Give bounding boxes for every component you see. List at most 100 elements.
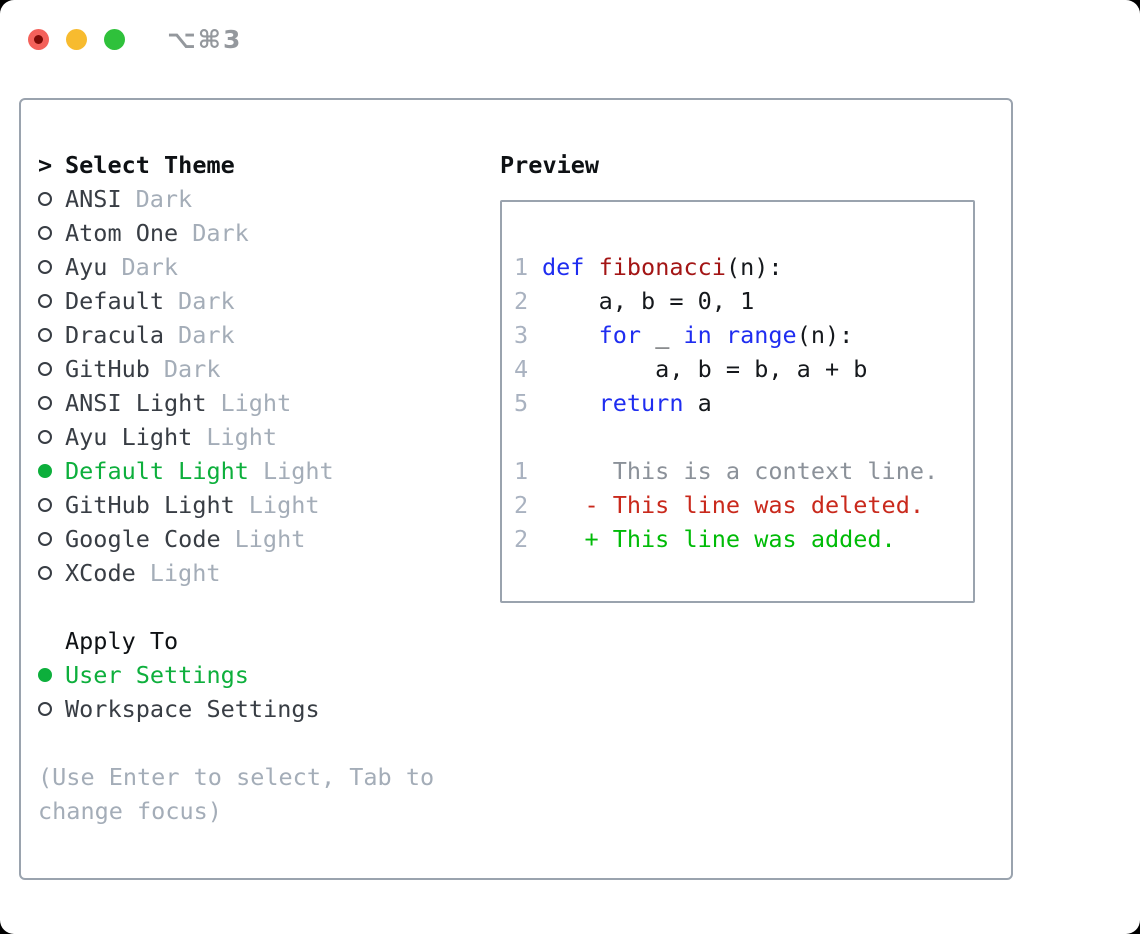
code-token-kw: in <box>683 321 712 349</box>
diff-block: 1 This is a context line.2 - This line w… <box>514 454 965 556</box>
code-text: def fibonacci(n): <box>542 250 783 284</box>
radio-icon <box>38 498 52 512</box>
theme-option-label: Google Code <box>65 525 221 553</box>
zoom-button[interactable] <box>104 28 125 50</box>
bullet-slot <box>38 702 65 716</box>
theme-option-default[interactable]: Default Dark <box>38 284 500 318</box>
code-line: 4 a, b = b, a + b <box>514 352 965 386</box>
theme-variant-label: Light <box>248 491 320 519</box>
theme-variant-label: Dark <box>178 321 235 349</box>
code-token-kw: def <box>542 253 585 281</box>
preview-title: Preview <box>500 151 600 179</box>
theme-option-github-light[interactable]: GitHub Light Light <box>38 488 500 522</box>
radio-icon <box>38 192 52 206</box>
bullet-slot <box>38 226 65 240</box>
theme-option-label: XCode <box>65 559 136 587</box>
bullet-slot <box>38 396 65 410</box>
line-number: 4 <box>514 355 529 383</box>
theme-option-dracula[interactable]: Dracula Dark <box>38 318 500 352</box>
line-number: 2 <box>514 491 529 519</box>
theme-option-ayu[interactable]: Ayu Dark <box>38 250 500 284</box>
radio-icon <box>38 702 52 716</box>
close-button[interactable] <box>28 28 49 50</box>
help-text: (Use Enter to select, Tab to change focu… <box>38 763 435 825</box>
record-dot-icon <box>34 34 43 44</box>
theme-option-label: Default Light <box>65 457 249 485</box>
theme-option-label: ANSI <box>65 185 122 213</box>
bullet-slot <box>38 294 65 308</box>
radio-selected-icon <box>38 668 52 682</box>
bullet-slot <box>38 566 65 580</box>
line-number: 2 <box>514 525 529 553</box>
radio-icon <box>38 294 52 308</box>
theme-option-xcode[interactable]: XCode Light <box>38 556 500 590</box>
minimize-button[interactable] <box>66 28 87 50</box>
theme-option-ansi-light[interactable]: ANSI Light Light <box>38 386 500 420</box>
bullet-slot <box>38 192 65 206</box>
code-token-kw: for <box>598 321 642 349</box>
bullet-slot <box>38 668 65 682</box>
theme-option-ansi[interactable]: ANSI Dark <box>38 182 500 216</box>
theme-variant-label: Dark <box>178 287 235 315</box>
theme-option-default-light[interactable]: Default Light Light <box>38 454 500 488</box>
cursor-caret-icon: > <box>38 151 53 179</box>
theme-variant-label: Light <box>149 559 221 587</box>
code-token-plain <box>584 253 598 281</box>
apply-to-title: Apply To <box>65 627 179 655</box>
spacer <box>514 420 965 454</box>
theme-option-label: Dracula <box>65 321 165 349</box>
code-text: a, b = 0, 1 <box>542 284 755 318</box>
apply-option-user-settings[interactable]: User Settings <box>38 658 500 692</box>
keyboard-shortcut-label: ⌥⌘3 <box>167 24 243 54</box>
apply-option-workspace-settings[interactable]: Workspace Settings <box>38 692 500 726</box>
code-text: for _ in range(n): <box>542 318 854 352</box>
theme-variant-label: Light <box>262 457 334 485</box>
theme-variant-label: Dark <box>135 185 193 213</box>
apply-to-header: Apply To <box>38 624 500 658</box>
code-token-plain: a <box>683 389 712 417</box>
theme-option-label: Default <box>65 287 165 315</box>
bullet-slot <box>38 328 65 342</box>
spacer <box>38 726 500 760</box>
code-token-plain: _ <box>641 321 684 349</box>
diff-line-context: 1 This is a context line. <box>514 454 965 488</box>
code-line: 3 for _ in range(n): <box>514 318 965 352</box>
line-number: 5 <box>514 389 529 417</box>
theme-option-label: ANSI Light <box>65 389 207 417</box>
code-line: 5 return a <box>514 386 965 420</box>
theme-variant-label: Light <box>220 389 292 417</box>
theme-variant-label: Dark <box>121 253 179 281</box>
theme-variant-label: Light <box>234 525 306 553</box>
radio-selected-icon <box>38 464 52 478</box>
bullet-slot <box>38 362 65 376</box>
theme-option-google-code[interactable]: Google Code Light <box>38 522 500 556</box>
radio-icon <box>38 566 52 580</box>
code-token-plain: (n): <box>796 321 854 349</box>
theme-list-title: Select Theme <box>65 151 235 179</box>
bullet-slot <box>38 464 65 478</box>
diff-text: This is a context line. <box>542 457 939 485</box>
theme-option-label: Atom One <box>65 219 179 247</box>
code-token-fn: fibonacci <box>598 253 726 281</box>
code-text: return a <box>542 386 712 420</box>
radio-icon <box>38 226 52 240</box>
apply-option-label: Workspace Settings <box>65 695 320 723</box>
line-number: 3 <box>514 321 529 349</box>
radio-icon <box>38 328 52 342</box>
bullet-slot <box>38 498 65 512</box>
code-token-plain <box>542 321 599 349</box>
theme-option-label: Ayu Light <box>65 423 193 451</box>
theme-option-label: GitHub Light <box>65 491 235 519</box>
theme-option-label: Ayu <box>65 253 108 281</box>
